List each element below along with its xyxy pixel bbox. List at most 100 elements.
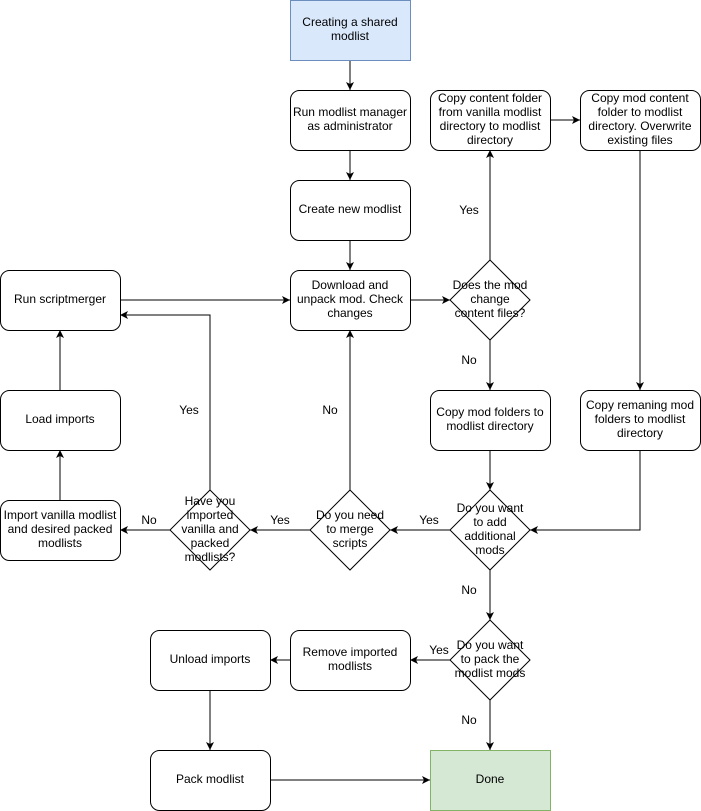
node-text-line: Creating a shared bbox=[302, 15, 397, 29]
node-text-line: directory bbox=[467, 133, 513, 147]
node-text-line: change bbox=[470, 292, 510, 306]
edge-label-imported-no: No bbox=[141, 513, 157, 527]
process-box bbox=[290, 90, 411, 151]
process-box bbox=[430, 90, 551, 151]
node-text-line: Do you need bbox=[316, 508, 384, 522]
edge-label-bg bbox=[268, 511, 292, 525]
node-text-line: Do you want bbox=[457, 638, 524, 652]
node-text-line: imported bbox=[187, 508, 234, 522]
node-text-line: Run scriptmerger bbox=[14, 292, 106, 306]
node-unload-imports: Unload imports bbox=[150, 630, 271, 691]
end-box bbox=[430, 750, 551, 811]
node-text-line: additional bbox=[464, 529, 515, 543]
node-text-line: to pack the bbox=[461, 652, 520, 666]
node-text-line: modlist directory bbox=[446, 419, 533, 433]
node-text-line: directory to modlist bbox=[440, 119, 541, 133]
edge-label-add-no: No bbox=[461, 583, 477, 597]
edge-label-bg bbox=[417, 511, 441, 525]
node-text-line: packed bbox=[191, 536, 230, 550]
edge-label-add-yes: Yes bbox=[419, 513, 439, 527]
edge-label-bg bbox=[457, 201, 481, 215]
node-text-line: Create new modlist bbox=[299, 202, 402, 216]
node-text-line: Unload imports bbox=[170, 652, 251, 666]
decision-diamond bbox=[449, 259, 531, 341]
node-text-line: Copy content folder bbox=[438, 91, 542, 105]
decision-diamond bbox=[449, 619, 531, 701]
edge-label-pack-yes: Yes bbox=[429, 643, 449, 657]
node-load-imports: Load imports bbox=[0, 390, 121, 451]
node-text-line: content files? bbox=[455, 306, 526, 320]
node-text-line: modlist mods bbox=[455, 666, 526, 680]
edge-label-imported-yes: Yes bbox=[179, 403, 199, 417]
edge-label-bg bbox=[457, 351, 481, 365]
start-box bbox=[290, 0, 411, 61]
decision-diamond bbox=[309, 489, 391, 571]
process-box bbox=[0, 270, 121, 331]
node-text-line: modlists bbox=[38, 536, 82, 550]
node-text-line: Download and bbox=[312, 278, 389, 292]
decision-diamond bbox=[449, 489, 531, 571]
process-box bbox=[290, 630, 411, 691]
edge-label-bg bbox=[137, 511, 161, 525]
node-text-line: modlists? bbox=[185, 550, 236, 564]
node-done: Done bbox=[430, 750, 551, 811]
node-text-line: Do you want bbox=[457, 501, 524, 515]
edge-imported-yes bbox=[120, 311, 211, 490]
node-text-line: Load imports bbox=[25, 412, 94, 426]
edge-label-bg bbox=[457, 711, 481, 725]
node-text-line: Done bbox=[476, 772, 505, 786]
node-text-line: Have you bbox=[185, 494, 236, 508]
process-box bbox=[290, 270, 411, 331]
node-text-line: directory. Overwrite bbox=[588, 119, 691, 133]
node-text-line: Run modlist manager bbox=[293, 105, 407, 119]
edge-label-bg bbox=[177, 401, 201, 415]
node-text-line: from vanilla modlist bbox=[439, 105, 542, 119]
node-text-line: mods bbox=[475, 543, 504, 557]
node-text-line: to add bbox=[473, 515, 506, 529]
node-text-line: modlists bbox=[328, 659, 372, 673]
node-text-line: as administrator bbox=[307, 119, 392, 133]
node-text-line: scripts bbox=[333, 536, 368, 550]
node-text-line: changes bbox=[327, 306, 372, 320]
process-box bbox=[0, 500, 121, 561]
process-box bbox=[150, 630, 271, 691]
node-text-line: vanilla and bbox=[181, 522, 238, 536]
process-box bbox=[290, 180, 411, 241]
node-text-line: Does the mod bbox=[453, 278, 528, 292]
edge-label-bg bbox=[457, 581, 481, 595]
node-text-line: and desired packed bbox=[8, 522, 113, 536]
node-text-line: folders to modlist bbox=[595, 412, 686, 426]
edge-label-merge-no: No bbox=[322, 403, 338, 417]
node-pack-modlist: Pack modlist bbox=[150, 750, 271, 811]
edge-label-bg bbox=[427, 641, 451, 655]
process-box bbox=[0, 390, 121, 451]
edge-label-change-no: No bbox=[461, 353, 477, 367]
node-run-scriptmerger: Run scriptmerger bbox=[0, 270, 121, 331]
edge-label-change-yes: Yes bbox=[459, 203, 479, 217]
node-text-line: existing files bbox=[607, 133, 672, 147]
node-text-line: folder to modlist bbox=[598, 105, 683, 119]
edge-label-merge-yes: Yes bbox=[270, 513, 290, 527]
edge-remaining-to-add bbox=[530, 450, 641, 534]
process-box bbox=[430, 390, 551, 451]
node-text-line: Copy remaning mod bbox=[586, 398, 694, 412]
node-text-line: Copy mod content bbox=[591, 91, 689, 105]
node-text-line: directory bbox=[617, 426, 663, 440]
decision-diamond bbox=[169, 489, 251, 571]
